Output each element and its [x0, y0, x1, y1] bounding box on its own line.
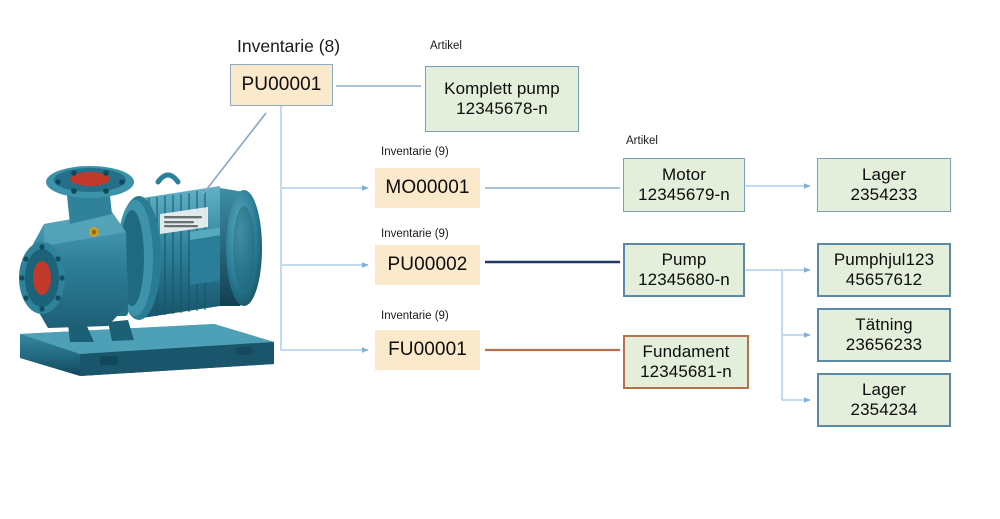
node-pumphjul-line2: 45657612 — [845, 270, 923, 289]
node-komplett-pump-line2: 12345678-n — [456, 99, 548, 118]
pump-base-frame — [20, 324, 274, 376]
node-pump-line2: 12345680-n — [638, 270, 730, 289]
node-fu00001-line1: FU00001 — [388, 338, 467, 360]
cap-inv-9a: Inventarie (9) — [381, 146, 449, 158]
node-fundament-line1: Fundament — [642, 341, 730, 361]
node-pu00002-line1: PU00002 — [387, 253, 468, 275]
node-tatning-line2: 23656233 — [845, 335, 923, 354]
pump-casing — [19, 166, 134, 342]
node-motor-line1: Motor — [662, 164, 706, 184]
node-mo00001-line1: MO00001 — [385, 176, 470, 198]
cap-inv-9c: Inventarie (9) — [381, 310, 449, 322]
node-pu00002[interactable]: PU00002 — [375, 245, 480, 285]
node-lager-1-line1: Lager — [862, 164, 906, 184]
node-lager-2-line1: Lager — [862, 379, 906, 399]
cap-art-2: Artikel — [626, 135, 658, 147]
pump-motor-body — [142, 172, 262, 318]
pump-photo-image — [19, 166, 274, 376]
node-komplett-pump-line1: Komplett pump — [444, 78, 560, 98]
node-tatning-line1: Tätning — [855, 314, 913, 334]
node-pu00001-line1: PU00001 — [241, 73, 322, 95]
node-pump-line1: Pump — [661, 249, 707, 269]
node-lager-2-line2: 2354234 — [850, 400, 918, 419]
cap-inv-8: Inventarie (8) — [237, 36, 341, 56]
cap-inv-9b: Inventarie (9) — [381, 228, 449, 240]
node-pumphjul-line1: Pumphjul123 — [833, 249, 935, 269]
node-fu00001[interactable]: FU00001 — [375, 330, 480, 370]
node-motor-line2: 12345679-n — [638, 185, 730, 204]
cap-art-1: Artikel — [430, 40, 462, 52]
node-mo00001[interactable]: MO00001 — [375, 168, 480, 208]
node-pu00001[interactable]: PU00001 — [230, 64, 333, 106]
node-lager-1-line2: 2354233 — [850, 185, 918, 204]
node-fundament-line2: 12345681-n — [640, 362, 732, 381]
